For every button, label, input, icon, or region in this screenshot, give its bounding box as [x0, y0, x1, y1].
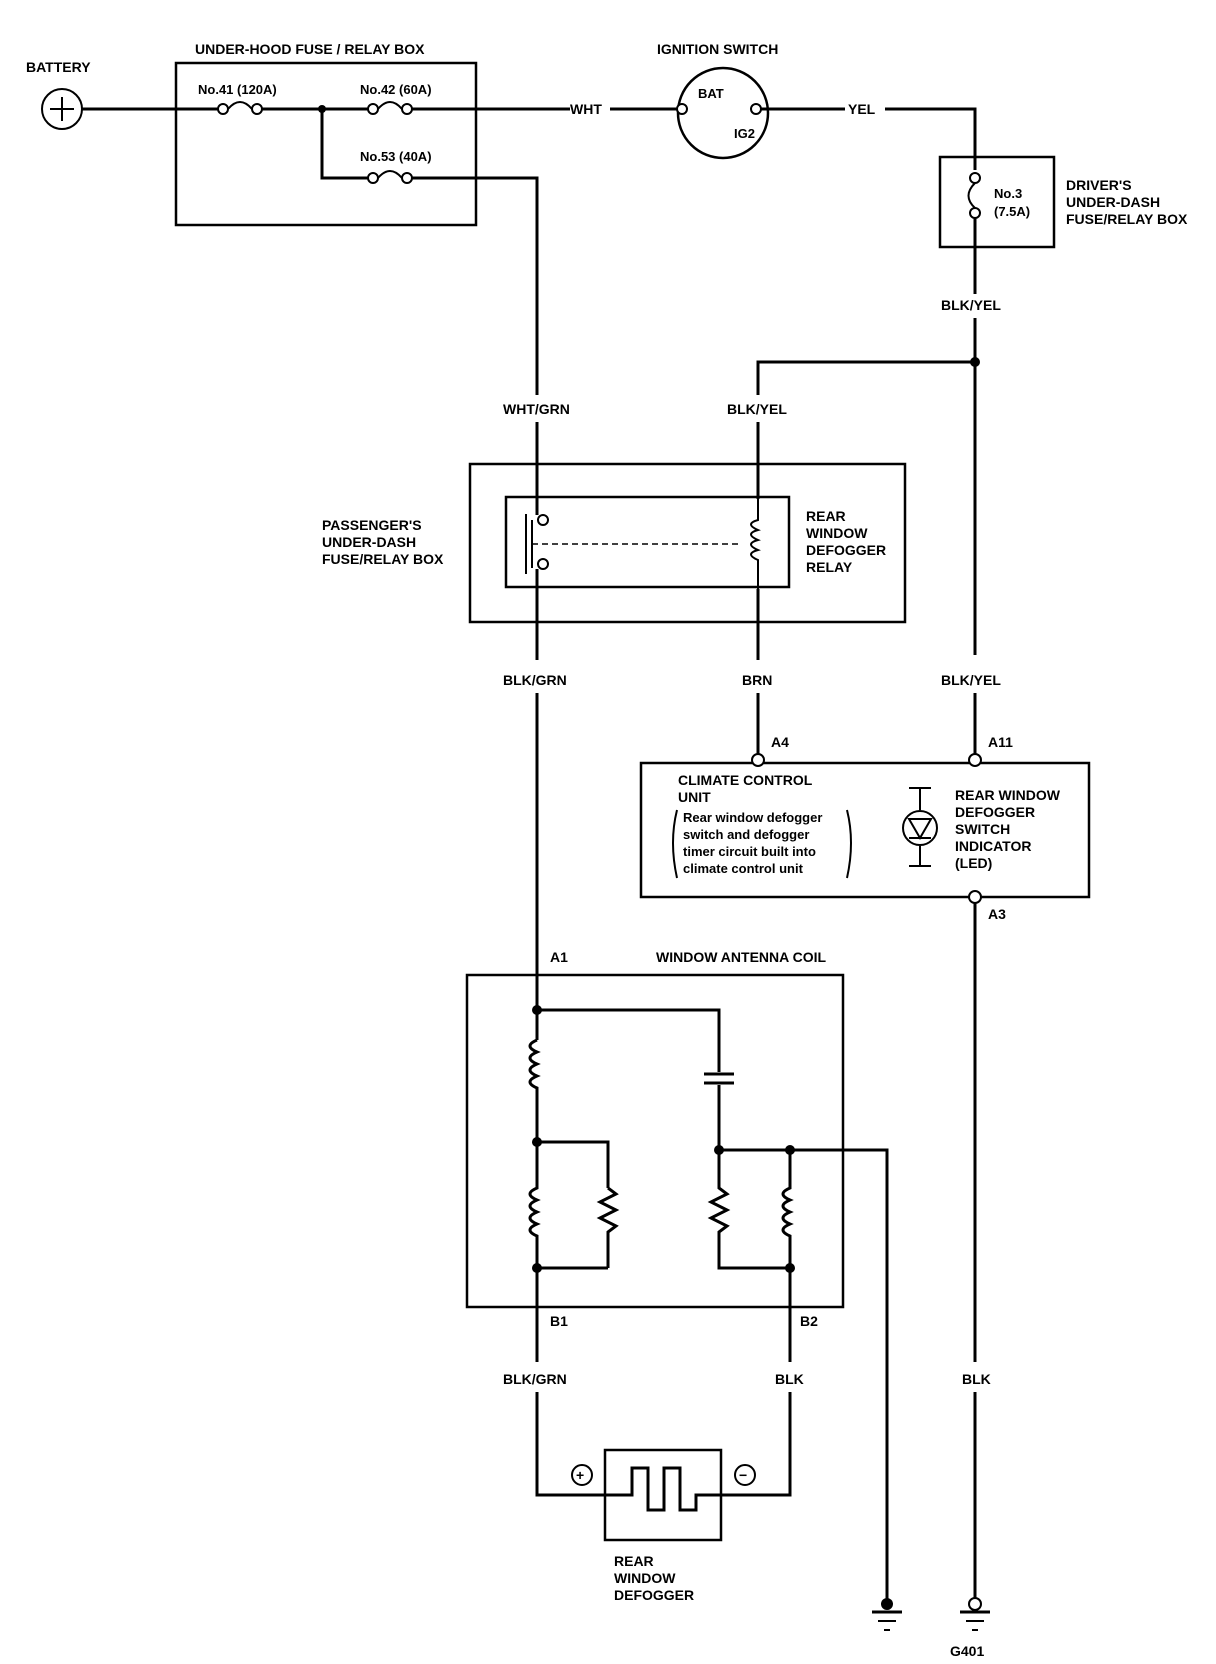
wire-blk-grn-upper-label: BLK/GRN [503, 672, 567, 688]
defogger-minus-icon [734, 1464, 756, 1486]
wire-blk-b2-label: BLK [775, 1371, 804, 1387]
defogger-title-3: DEFOGGER [614, 1587, 694, 1603]
led-indicator-icon [902, 787, 938, 867]
passengers-box-title-2: UNDER-DASH [322, 534, 416, 550]
antenna-coil-title: WINDOW ANTENNA COIL [656, 949, 826, 965]
battery: BATTERY [26, 59, 91, 130]
relay-title-2: WINDOW [806, 525, 868, 541]
passengers-box-title-1: PASSENGER'S [322, 517, 422, 533]
led-label-3: SWITCH [955, 821, 1010, 837]
wire-brn-label: BRN [742, 672, 772, 688]
relay-title-4: RELAY [806, 559, 853, 575]
fuse-42-label: No.42 (60A) [360, 82, 432, 97]
ccu-note-1: Rear window defogger [683, 810, 822, 825]
fuse-3-label: No.3 [994, 186, 1022, 201]
terminal-a1-label: A1 [550, 949, 568, 965]
defogger-minus-label: − [739, 1467, 747, 1483]
fuse-53-label: No.53 (40A) [360, 149, 432, 164]
defogger-plus-icon [571, 1464, 593, 1486]
fuse-53-icon [367, 170, 413, 184]
fuse-3-icon [967, 172, 981, 219]
under-hood-fuse-box: UNDER-HOOD FUSE / RELAY BOX No.41 (120A)… [174, 41, 478, 227]
led-label-2: DEFOGGER [955, 804, 1035, 820]
ignition-switch-title: IGNITION SWITCH [657, 41, 778, 57]
defogger-title-1: REAR [614, 1553, 654, 1569]
ground-g401-label: G401 [950, 1643, 984, 1659]
climate-control-unit: A4 A11 A3 CLIMATE CONTROL UNIT Rear wind… [639, 734, 1091, 922]
terminal-a4-label: A4 [771, 734, 789, 750]
capacitor-icon [704, 1072, 734, 1085]
wire-blk-ground-label: BLK [962, 1371, 991, 1387]
ccu-title-1: CLIMATE CONTROL [678, 772, 813, 788]
inductor-upper-icon [528, 1038, 541, 1142]
fuse-3-rating: (7.5A) [994, 204, 1030, 219]
relay-title-1: REAR [806, 508, 846, 524]
drivers-box-title-2: UNDER-DASH [1066, 194, 1160, 210]
window-antenna-coil: A1 WINDOW ANTENNA COIL [465, 949, 845, 1309]
battery-label: BATTERY [26, 59, 91, 75]
led-label-4: INDICATOR [955, 838, 1031, 854]
ccu-note-4: climate control unit [683, 861, 804, 876]
ccu-note-2: switch and defogger [683, 827, 809, 842]
wire-wht-grn-label: WHT/GRN [503, 401, 570, 417]
drivers-fuse-box: No.3 (7.5A) DRIVER'S UNDER-DASH FUSE/REL… [938, 155, 1188, 249]
fuse-41-label: No.41 (120A) [198, 82, 277, 97]
rear-window-defogger: + − REAR WINDOW DEFOGGER [571, 1448, 756, 1603]
terminal-a3-label: A3 [988, 906, 1006, 922]
terminal-b1-label: B1 [550, 1313, 568, 1329]
wire-blk-yel-top-label: BLK/YEL [941, 297, 1001, 313]
passengers-fuse-box: PASSENGER'S UNDER-DASH FUSE/RELAY BOX RE… [322, 462, 907, 624]
fuse-41-icon [217, 101, 263, 115]
relay-switch-icon [525, 514, 740, 574]
terminal-b2-label: B2 [800, 1313, 818, 1329]
wire-wht-label: WHT [570, 101, 602, 117]
ground-g401-icon [960, 1597, 990, 1631]
defogger-plus-label: + [576, 1467, 584, 1483]
ccu-note-3: timer circuit built into [683, 844, 816, 859]
under-hood-box-title: UNDER-HOOD FUSE / RELAY BOX [195, 41, 425, 57]
wire-yel-label: YEL [848, 101, 876, 117]
wire-blk-grn-lower-label: BLK/GRN [503, 1371, 567, 1387]
ignition-ig2-label: IG2 [734, 126, 755, 141]
defogger-title-2: WINDOW [614, 1570, 676, 1586]
led-label-5: (LED) [955, 855, 992, 871]
led-label-1: REAR WINDOW [955, 787, 1061, 803]
fuse-42-icon [367, 101, 413, 115]
resistor-left-icon [596, 1186, 620, 1268]
drivers-box-title-1: DRIVER'S [1066, 177, 1132, 193]
drivers-box-title-3: FUSE/RELAY BOX [1066, 211, 1188, 227]
relay-title-3: DEFOGGER [806, 542, 886, 558]
wire-blk-yel-relay-label: BLK/YEL [727, 401, 787, 417]
resistor-right-icon [707, 1150, 790, 1270]
defogger-grid-icon [615, 1466, 715, 1512]
ignition-bat-label: BAT [698, 86, 724, 101]
relay-coil-icon [750, 499, 761, 589]
inductor-right-icon [781, 1150, 794, 1268]
wire-blk-yel-right-label: BLK/YEL [941, 672, 1001, 688]
ignition-switch: IGNITION SWITCH BAT IG2 [657, 41, 778, 160]
inductor-left-icon [528, 1142, 541, 1268]
ccu-title-2: UNIT [678, 789, 711, 805]
passengers-box-title-3: FUSE/RELAY BOX [322, 551, 444, 567]
terminal-a11-label: A11 [988, 734, 1013, 750]
ground-antenna-icon [872, 1598, 902, 1631]
